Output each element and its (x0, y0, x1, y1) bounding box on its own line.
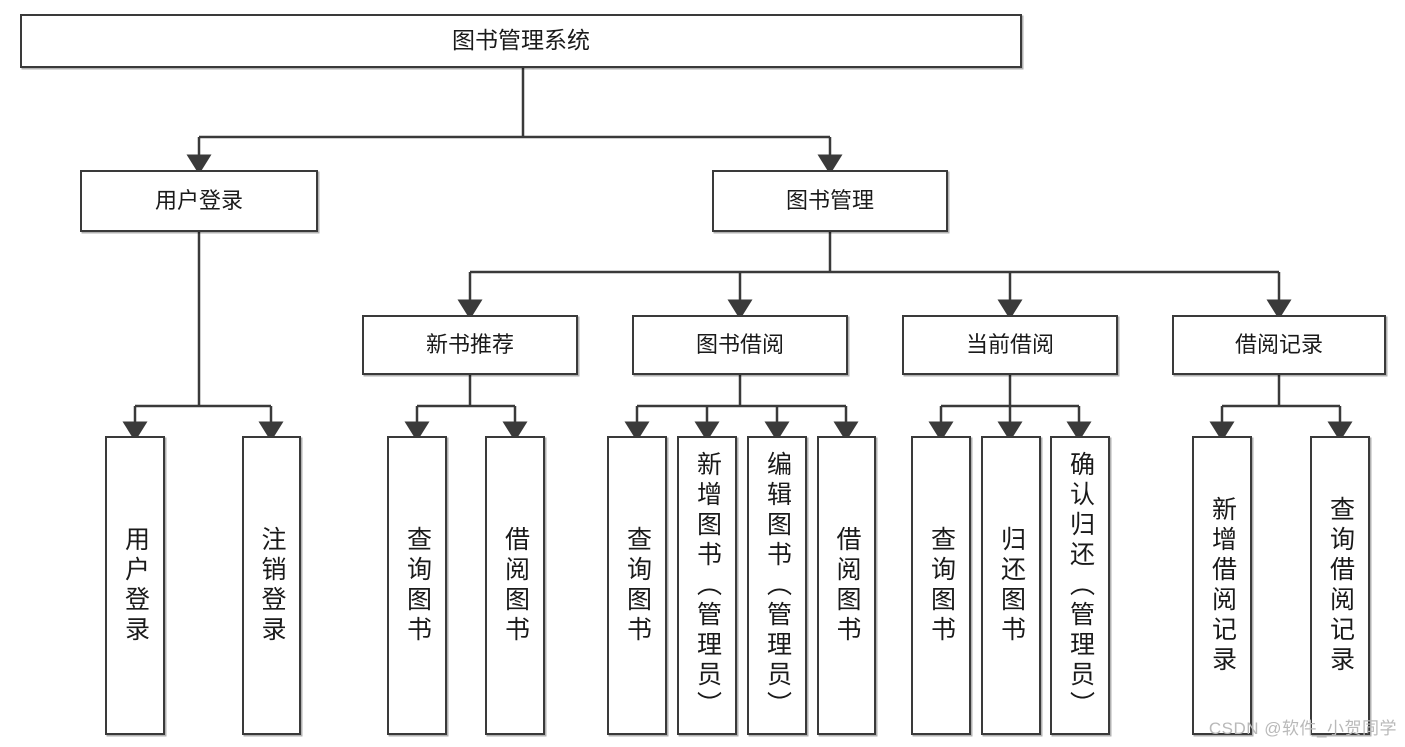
node-root-system[interactable]: 图书管理系统 (20, 14, 1022, 68)
leaf-current-query-book[interactable]: 查询图书 (911, 436, 971, 735)
node-label: 图书借阅 (695, 332, 784, 358)
node-label: 新增图书（管理员） (693, 450, 722, 721)
node-label: 确认归还（管理员） (1066, 450, 1095, 721)
leaf-user-login[interactable]: 用户登录 (105, 436, 165, 735)
node-borrow-record[interactable]: 借阅记录 (1172, 315, 1386, 375)
node-label: 查询图书 (927, 525, 956, 646)
leaf-add-borrow-record[interactable]: 新增借阅记录 (1192, 436, 1252, 735)
node-label: 新增借阅记录 (1208, 495, 1237, 676)
leaf-borrow-book[interactable]: 借阅图书 (817, 436, 876, 735)
node-label: 用户登录 (154, 188, 243, 214)
watermark: CSDN @软件_小贺同学 (1208, 719, 1397, 738)
node-label: 查询图书 (403, 525, 432, 646)
leaf-edit-book-admin[interactable]: 编辑图书（管理员） (747, 436, 807, 735)
node-label: 编辑图书（管理员） (763, 450, 792, 721)
leaf-add-book-admin[interactable]: 新增图书（管理员） (677, 436, 737, 735)
node-label: 注销登录 (258, 525, 286, 646)
leaf-return-book[interactable]: 归还图书 (981, 436, 1041, 735)
node-label: 借阅图书 (833, 525, 861, 646)
node-user-login[interactable]: 用户登录 (80, 170, 318, 232)
node-label: 查询借阅记录 (1326, 495, 1355, 676)
leaf-borrow-query-book[interactable]: 查询图书 (607, 436, 667, 735)
node-label: 图书管理 (785, 188, 874, 214)
leaf-logout[interactable]: 注销登录 (242, 436, 301, 735)
leaf-new-borrow-book[interactable]: 借阅图书 (485, 436, 545, 735)
node-label: 查询图书 (623, 525, 652, 646)
leaf-query-borrow-record[interactable]: 查询借阅记录 (1310, 436, 1370, 735)
node-label: 借阅图书 (501, 525, 530, 646)
leaf-new-query-book[interactable]: 查询图书 (387, 436, 447, 735)
node-label: 图书管理系统 (452, 27, 590, 54)
node-label: 新书推荐 (425, 332, 514, 358)
node-label: 借阅记录 (1234, 332, 1323, 358)
node-label: 用户登录 (121, 525, 150, 646)
node-current-borrow[interactable]: 当前借阅 (902, 315, 1118, 375)
node-label: 归还图书 (997, 525, 1026, 646)
node-new-book-recommend[interactable]: 新书推荐 (362, 315, 578, 375)
node-label: 当前借阅 (965, 332, 1054, 358)
node-book-borrow[interactable]: 图书借阅 (632, 315, 848, 375)
node-book-management[interactable]: 图书管理 (712, 170, 948, 232)
leaf-confirm-return-admin[interactable]: 确认归还（管理员） (1050, 436, 1110, 735)
